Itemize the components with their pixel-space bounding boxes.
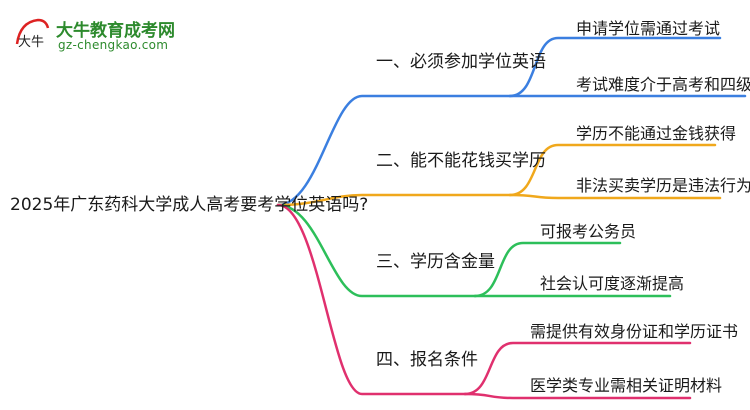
branch-3-label: 三、学历含金量 (376, 252, 495, 272)
logo-title: 大牛教育成考网 (56, 21, 175, 41)
logo-url: gz-chengkao.com (58, 38, 169, 52)
branch-3-leaf-1-connector (473, 241, 622, 298)
branch-4-connector (276, 203, 467, 396)
branch-1-leaf-1-connector (508, 36, 722, 98)
branch-2-leaf-1-connector (508, 143, 717, 197)
branch-3-leaf-2: 社会认可度逐渐提高 (540, 274, 685, 293)
root-topic: 2025年广东药科大学成人高考要考学位英语吗? (10, 195, 369, 215)
branch-1-leaf-2: 考试难度介于高考和四级之间 (576, 75, 750, 94)
branch-4-leaf-1-connector (463, 341, 692, 396)
branch-4-leaf-2: 医学类专业需相关证明材料 (530, 376, 723, 395)
branch-1-leaf-1: 申请学位需通过考试 (576, 19, 721, 38)
branch-3-leaf-1: 可报考公务员 (540, 222, 637, 241)
branch-1-connector (276, 94, 512, 207)
site-logo[interactable]: 大牛 大牛教育成考网 gz-chengkao.com (12, 14, 212, 56)
svg-text:大牛: 大牛 (18, 35, 44, 50)
branch-4-leaf-2-connector (463, 392, 692, 400)
branch-2-leaf-2-connector (508, 193, 722, 200)
logo-mark-icon: 大牛 (15, 18, 50, 50)
branch-4-leaf-1: 需提供有效身份证和学历证书 (530, 322, 739, 341)
branch-2-leaf-2: 非法买卖学历是违法行为 (576, 176, 750, 195)
branch-3-connector (276, 203, 477, 298)
branch-2-connector (276, 193, 512, 207)
branch-2-leaf-1: 学历不能通过金钱获得 (576, 124, 737, 143)
branch-2-label: 二、能不能花钱买学历 (376, 151, 546, 171)
branch-4-label: 四、报名条件 (376, 350, 478, 370)
branch-1-label: 一、必须参加学位英语 (376, 52, 546, 72)
